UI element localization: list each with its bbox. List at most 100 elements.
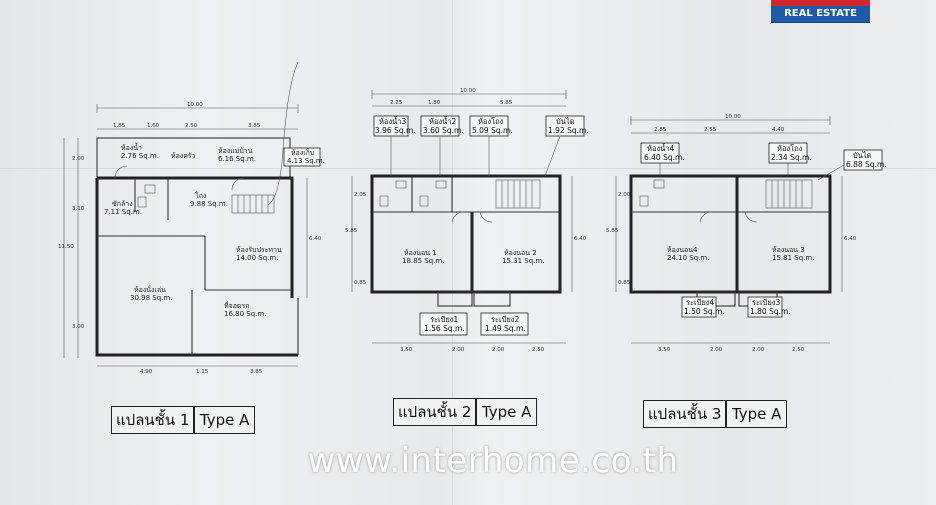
plan1-room-hall-area: 9.88 Sq.m. <box>190 200 228 208</box>
plan1-title-divider <box>193 407 195 433</box>
plan3-room-stair: บันได <box>853 151 872 160</box>
plan3-room-stair-area: 6.88 Sq.m. <box>846 160 887 169</box>
plan2-room-bed2-area: 15.31 Sq.m. <box>502 257 544 265</box>
plan2-dim-right: 6.40 <box>574 236 587 242</box>
plan2-title-divider <box>475 399 477 425</box>
logo-text: REAL ESTATE <box>784 8 857 19</box>
plan2-dim-left-b: 5.85 <box>345 228 358 234</box>
plan3-title-th: แปลนชั้น 3 <box>648 405 722 423</box>
plan2-room-hall-area: 5.09 Sq.m. <box>472 126 513 135</box>
plan3-dim-top2-a: 2.85 <box>654 127 667 133</box>
plan2-dim-bottom-d: 2.50 <box>532 347 545 353</box>
plan1-dim-top2-c: 2.50 <box>185 123 198 129</box>
plan1-dim-bottom-c: 3.85 <box>250 369 263 375</box>
plan3-room-bed4: ห้องนอน4 <box>667 246 698 254</box>
plan3-room-bath4: ห้องน้ำ4 <box>647 143 674 153</box>
plan1-door <box>231 177 245 191</box>
plan1-room-living: ห้องนั่งเล่น <box>134 285 166 294</box>
plan3-leader <box>817 164 845 181</box>
plan2-room-bed2: ห้องนอน 2 <box>504 249 537 257</box>
brand-logo: REAL ESTATE <box>771 0 870 23</box>
plan1-stair <box>231 194 275 214</box>
plan2-fixture <box>395 180 407 189</box>
plan2-fixture <box>435 180 447 189</box>
plan2-dim-top2-c: 5.85 <box>500 100 513 106</box>
plan2-stair-tag <box>545 115 585 137</box>
plan2-fixture <box>419 195 429 207</box>
plan-3-drawing: 10.00 2.85 2.55 4.40 2.00 5.85 0.85 6.40… <box>606 114 887 353</box>
plan1-dim-top2-a: 1.85 <box>113 123 126 129</box>
plan3-fixture <box>639 195 649 207</box>
plan1-room-dining: ห้องรับประทาน <box>236 246 282 254</box>
plan1-room-kitchen: ห้องครัว <box>171 152 196 160</box>
plan1-dim-right: 6.40 <box>309 236 322 242</box>
plan3-room-bed3: ห้องนอน 3 <box>772 246 805 254</box>
plan3-dim-top2-b: 2.55 <box>704 127 717 133</box>
plan2-dim-left-a: 2.05 <box>354 192 367 198</box>
plan2-fixture <box>379 195 389 207</box>
plan2-leader <box>544 135 561 177</box>
plan3-dim-left-a: 2.00 <box>618 192 631 198</box>
plan1-fixture <box>144 184 156 194</box>
plan2-room-bed1-area: 18.85 Sq.m. <box>402 257 444 265</box>
plan2-title-th: แปลนชั้น 2 <box>398 403 472 421</box>
plan1-room-wash-area: 7.11 Sq.m. <box>104 208 142 216</box>
plan3-dim-left-c: 0.85 <box>618 280 631 286</box>
plan1-wall-left <box>95 178 193 357</box>
plan2-balcony1-tag <box>419 312 468 336</box>
plan1-door <box>114 165 128 179</box>
plan3-dim-bottom-d: 2.50 <box>792 347 805 353</box>
plan3-dim-bottom-b: 2.00 <box>710 347 723 353</box>
plan3-dim-right: 6.40 <box>844 236 857 242</box>
plan3-room-hall: ห้องโถง <box>777 144 803 153</box>
plan2-balcony2-outline <box>473 291 511 307</box>
plan1-room-parking-area: 16.80 Sq.m. <box>224 310 266 318</box>
plan2-room-balcony1-area: 1.56 Sq.m. <box>424 324 465 333</box>
plan1-fixture <box>137 196 147 208</box>
plan3-room-balcony3: ระเบียง3 <box>752 298 780 307</box>
plan1-dim-top2-b: 1.60 <box>147 123 160 129</box>
plan1-dim-left-c: 3.00 <box>72 324 85 330</box>
plan2-room-bath2: ห้องน้ำ2 <box>429 116 456 126</box>
plan1-room-living-area: 30.98 Sq.m. <box>130 294 172 302</box>
website-watermark: www.interhome.co.th <box>307 441 679 481</box>
plan2-balcony2-tag <box>480 312 529 336</box>
plan2-room-hall: ห้องโถง <box>478 117 504 126</box>
plan1-dim-bottom-b: 1.15 <box>196 369 209 375</box>
plan3-door <box>744 211 758 223</box>
plan3-room-balcony4-area: 1.50 Sq.m. <box>684 307 725 316</box>
plan3-room-hall-area: 2.34 Sq.m. <box>771 153 812 162</box>
plan1-room-dining-area: 14.00 Sq.m. <box>236 254 278 262</box>
plan1-room-hall: โถง <box>195 191 206 200</box>
plan3-dim-left-b: 5.85 <box>606 228 619 234</box>
plan2-dim-top-total: 10.00 <box>460 88 476 94</box>
plan2-room-bath3: ห้องน้ำ3 <box>379 116 406 126</box>
plan2-dim-bottom-b: 2.00 <box>452 347 465 353</box>
plan1-room-storage: ห้องเก็บ <box>291 148 314 157</box>
plan1-title-type: Type A <box>199 411 250 429</box>
plan1-storage-tag <box>283 147 321 167</box>
plan1-room-maid: ห้องแม่บ้าน <box>218 147 253 155</box>
plan3-stair <box>765 179 813 209</box>
plan1-dim-left-a: 2.00 <box>72 156 85 162</box>
plan2-title-type: Type A <box>481 403 532 421</box>
plan3-dim-bottom-c: 2.00 <box>752 347 765 353</box>
plan-2-drawing: 10.00 2.25 1.80 5.85 2.05 5.85 0.85 6.40… <box>345 88 589 353</box>
plan2-room-balcony2-area: 1.49 Sq.m. <box>485 324 526 333</box>
plan3-dim-top-total: 10.00 <box>725 114 741 120</box>
plan3-fixture <box>653 179 665 189</box>
plan2-door <box>451 211 465 223</box>
plan3-wall-outer <box>629 174 832 294</box>
plan2-balcony1-outline <box>437 291 473 307</box>
plan2-room-balcony2: ระเบียง2 <box>491 315 519 324</box>
plan1-dim-top-total: 10.00 <box>187 102 203 108</box>
pencil-mark <box>267 61 299 206</box>
plan3-balcony3-tag <box>747 296 783 318</box>
plan1-room-parking: ที่จอดรถ <box>224 301 249 310</box>
plan1-dim-left-b: 3.10 <box>72 206 85 212</box>
plan2-door <box>479 211 493 223</box>
plan2-title-box: แปลนชั้น 2 Type A <box>393 398 538 426</box>
plan3-title-divider <box>725 401 727 427</box>
